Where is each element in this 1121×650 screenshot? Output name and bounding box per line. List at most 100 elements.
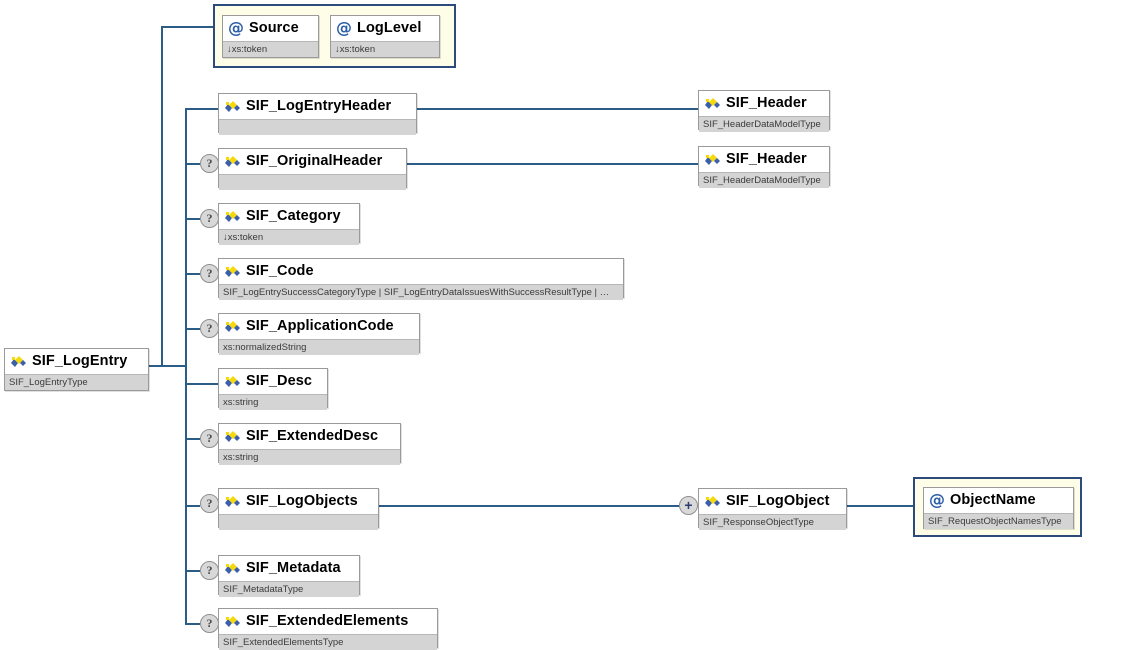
connector-attribute-branch	[161, 26, 213, 28]
node-sif-code[interactable]: SIF_Code SIF_LogEntrySuccessCategoryType…	[218, 258, 624, 300]
element-sequence-icon	[224, 375, 241, 389]
connector-branch-category	[185, 218, 200, 220]
node-sif-logobject[interactable]: SIF_LogObject SIF_ResponseObjectType	[698, 488, 847, 530]
category-type: ↓xs:token	[219, 229, 359, 245]
element-sequence-icon	[224, 320, 241, 334]
logobject-type: SIF_ResponseObjectType	[699, 514, 846, 530]
header-top-name: SIF_Header	[726, 95, 807, 111]
attribute-node-objectname[interactable]: @ ObjectName SIF_RequestObjectNamesType	[923, 487, 1074, 529]
code-type: SIF_LogEntrySuccessCategoryType | SIF_Lo…	[219, 284, 623, 300]
optional-marker-applicationcode: ?	[200, 319, 219, 338]
objectname-header: @ ObjectName	[924, 488, 1073, 513]
attribute-loglevel-header: @ LogLevel	[331, 16, 439, 41]
code-name: SIF_Code	[246, 263, 314, 279]
optional-marker-metadata: ?	[200, 561, 219, 580]
root-type: SIF_LogEntryType	[5, 374, 148, 390]
element-sequence-icon	[704, 153, 721, 167]
code-header: SIF_Code	[219, 259, 623, 284]
extendeddesc-header: SIF_ExtendedDesc	[219, 424, 400, 449]
metadata-header: SIF_Metadata	[219, 556, 359, 581]
element-sequence-icon	[704, 495, 721, 509]
originalheader-header: SIF_OriginalHeader	[219, 149, 406, 174]
logobject-header: SIF_LogObject	[699, 489, 846, 514]
originalheader-name: SIF_OriginalHeader	[246, 153, 383, 169]
header-bottom-name: SIF_Header	[726, 151, 807, 167]
attribute-loglevel-type: ↓xs:token	[331, 41, 439, 57]
extendeddesc-type: xs:string	[219, 449, 400, 465]
connector-originalheader-to-header	[407, 163, 698, 165]
connector-branch-applicationcode	[185, 328, 200, 330]
extendeddesc-name: SIF_ExtendedDesc	[246, 428, 379, 444]
node-sif-header-top[interactable]: SIF_Header SIF_HeaderDataModelType	[698, 90, 830, 132]
applicationcode-header: SIF_ApplicationCode	[219, 314, 419, 339]
element-sequence-icon	[224, 495, 241, 509]
logobjects-header: SIF_LogObjects	[219, 489, 378, 514]
header-bottom-header: SIF_Header	[699, 147, 829, 172]
element-sequence-icon	[224, 265, 241, 279]
extendedelements-header: SIF_ExtendedElements	[219, 609, 437, 634]
logobject-name: SIF_LogObject	[726, 493, 830, 509]
connector-branch-originalheader	[185, 163, 200, 165]
attribute-node-loglevel[interactable]: @ LogLevel ↓xs:token	[330, 15, 440, 58]
logentryheader-type	[219, 119, 416, 135]
node-sif-logentry-root[interactable]: SIF_LogEntry SIF_LogEntryType	[4, 348, 149, 391]
category-name: SIF_Category	[246, 208, 341, 224]
header-top-type: SIF_HeaderDataModelType	[699, 116, 829, 132]
node-sif-extendedelements[interactable]: SIF_ExtendedElements SIF_ExtendedElement…	[218, 608, 438, 650]
connector-branch-metadata	[185, 570, 200, 572]
node-sif-header-bottom[interactable]: SIF_Header SIF_HeaderDataModelType	[698, 146, 830, 188]
attribute-node-source[interactable]: @ Source ↓xs:token	[222, 15, 319, 58]
root-name: SIF_LogEntry	[32, 353, 128, 369]
desc-header: SIF_Desc	[219, 369, 327, 394]
logentryheader-name: SIF_LogEntryHeader	[246, 98, 392, 114]
metadata-type: SIF_MetadataType	[219, 581, 359, 597]
connector-logobjects-to-logobject	[379, 505, 679, 507]
desc-type: xs:string	[219, 394, 327, 410]
attribute-at-icon: @	[336, 18, 352, 37]
connector-root-to-element-trunk	[161, 365, 186, 367]
element-sequence-icon	[224, 430, 241, 444]
attribute-group-container: @ Source ↓xs:token @ LogLevel ↓xs:token	[213, 4, 456, 68]
header-bottom-type: SIF_HeaderDataModelType	[699, 172, 829, 188]
connector-element-trunk	[185, 108, 187, 623]
originalheader-type	[219, 174, 406, 190]
node-sif-logentryheader[interactable]: SIF_LogEntryHeader	[218, 93, 417, 135]
connector-branch-logobjects	[185, 505, 200, 507]
applicationcode-type: xs:normalizedString	[219, 339, 419, 355]
node-sif-category[interactable]: SIF_Category ↓xs:token	[218, 203, 360, 245]
attribute-source-header: @ Source	[223, 16, 318, 41]
optional-marker-extendedelements: ?	[200, 614, 219, 633]
attribute-at-icon: @	[228, 18, 244, 37]
node-sif-applicationcode[interactable]: SIF_ApplicationCode xs:normalizedString	[218, 313, 420, 355]
logobjects-name: SIF_LogObjects	[246, 493, 358, 509]
element-sequence-icon	[10, 355, 27, 369]
objectname-type: SIF_RequestObjectNamesType	[924, 513, 1073, 529]
desc-name: SIF_Desc	[246, 373, 313, 389]
connector-root-out	[148, 365, 162, 367]
element-sequence-icon	[224, 615, 241, 629]
expand-marker-logobject[interactable]: +	[679, 496, 698, 515]
node-sif-desc[interactable]: SIF_Desc xs:string	[218, 368, 328, 410]
category-header: SIF_Category	[219, 204, 359, 229]
element-sequence-icon	[224, 562, 241, 576]
node-sif-metadata[interactable]: SIF_Metadata SIF_MetadataType	[218, 555, 360, 597]
connector-attribute-trunk	[161, 26, 163, 366]
element-sequence-icon	[704, 97, 721, 111]
node-sif-extendeddesc[interactable]: SIF_ExtendedDesc xs:string	[218, 423, 401, 465]
attribute-group-objectname-container: @ ObjectName SIF_RequestObjectNamesType	[913, 477, 1082, 537]
node-sif-originalheader[interactable]: SIF_OriginalHeader	[218, 148, 407, 190]
applicationcode-name: SIF_ApplicationCode	[246, 318, 394, 334]
metadata-name: SIF_Metadata	[246, 560, 341, 576]
connector-logobject-to-objectname	[847, 505, 915, 507]
optional-marker-category: ?	[200, 209, 219, 228]
node-sif-logobjects[interactable]: SIF_LogObjects	[218, 488, 379, 530]
optional-marker-extendeddesc: ?	[200, 429, 219, 448]
connector-branch-desc	[185, 383, 218, 385]
optional-marker-code: ?	[200, 264, 219, 283]
root-header: SIF_LogEntry	[5, 349, 148, 374]
connector-branch-logentryheader	[185, 108, 218, 110]
attribute-source-type: ↓xs:token	[223, 41, 318, 57]
element-sequence-icon	[224, 210, 241, 224]
logobjects-type	[219, 514, 378, 530]
